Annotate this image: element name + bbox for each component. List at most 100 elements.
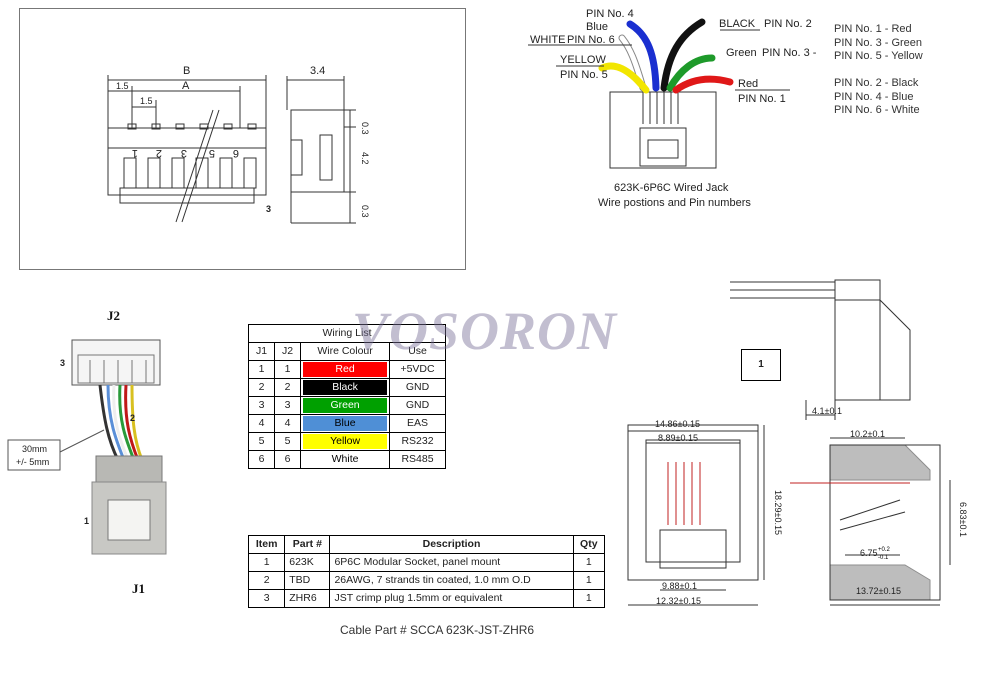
parts-cell-qty: 1 [572,589,606,608]
wiring-cell-use: +5VDC [389,360,446,379]
blue-wire [626,20,660,92]
green-label: Green [726,47,757,59]
pin-legend-item: PIN No. 1 - Red [834,23,912,35]
wiring-cell-use: RS232 [389,432,446,451]
wiring-cell-j1: 3 [247,396,276,415]
dim-a: A [182,80,190,92]
assembly-callout-2: 2 [130,413,135,423]
jst-pin-1: 1 [132,147,138,159]
wire-colour-swatch: Black [303,380,388,395]
wiring-cell-j2: 2 [274,378,302,397]
yellow-wire [598,62,650,94]
wiring-cell-j2: 3 [274,396,302,415]
wiring-cell-use: EAS [389,414,446,433]
red-wire [672,75,734,94]
wire-colour-swatch: Yellow [303,434,388,449]
parts-header-description: Description [329,535,574,554]
wire-colour-swatch: Blue [303,416,388,431]
wiring-cell-colour: Blue [300,414,391,433]
dim-3-4: 3.4 [310,65,325,77]
wire-colour-swatch: Red [303,362,388,377]
dim-6-75-tol-top: +0.2 [878,547,891,553]
wire-colour-swatch: Green [303,398,388,413]
pin4-label: PIN No. 4 [586,8,634,20]
wiring-cell-colour: White [300,450,391,469]
wiring-header-j2: J2 [274,342,302,361]
pin-legend-item: PIN No. 4 - Blue [834,91,914,103]
wiring-cell-colour: Yellow [300,432,391,451]
wiring-cell-colour: Black [300,378,391,397]
wiring-header-j1: J1 [247,342,276,361]
cable-assembly-drawing [7,339,167,555]
wiring-cell-j1: 4 [247,414,276,433]
pin-legend-item: PIN No. 3 - Green [834,37,923,49]
parts-cell-description: JST crimp plug 1.5mm or equivalent [329,589,574,608]
rj-jack-drawing [528,18,790,169]
black-wire [660,18,706,92]
socket-engineering-drawing [627,279,951,606]
parts-cell-item: 1 [247,553,286,572]
dim-0-3-top: 0.3 [360,122,370,135]
length-note-2: +/- 5mm [16,457,49,467]
dim-13-72: 13.72±0.15 [856,586,901,596]
dim-6-75: 6.75 [860,548,878,558]
assembly-callout-1: 1 [84,516,89,526]
white-label: WHITE [530,34,565,46]
dim-8-89: 8.89±0.15 [658,433,698,443]
jst-pin-6: 6 [233,147,239,159]
parts-cell-part: ZHR6 [284,589,331,608]
assembly-callout-3: 3 [60,358,65,368]
parts-cell-description: 26AWG, 7 strands tin coated, 1.0 mm O.D [329,571,574,590]
jst-callout-3: 3 [266,204,271,214]
parts-cell-qty: 1 [572,571,606,590]
wiring-header-use: Use [389,342,446,361]
red-label: Red [738,78,758,90]
wiring-cell-j2: 1 [274,360,302,379]
parts-header-qty: Qty [572,535,606,554]
wire-colour-swatch: White [303,452,388,467]
j2-label: J2 [107,308,120,323]
pin5-label: PIN No. 5 [560,69,608,81]
wiring-cell-use: RS485 [389,450,446,469]
parts-cell-part: 623K [284,553,331,572]
jst-pin-5: 5 [209,147,215,159]
wiring-cell-colour: Red [300,360,391,379]
dim-1-5-inner: 1.5 [140,96,153,106]
black-label: BLACK [719,18,756,30]
yellow-label: YELLOW [560,54,606,66]
pin-legend-item: PIN No. 2 - Black [834,77,919,89]
wiring-cell-j1: 1 [247,360,276,379]
connector-drawing-frame [19,8,466,270]
jack-caption-2: Wire postions and Pin numbers [598,197,751,209]
parts-cell-description: 6P6C Modular Socket, panel mount [329,553,574,572]
jst-pin-2: 2 [156,147,162,159]
pin-legend-item: PIN No. 5 - Yellow [834,50,923,62]
wiring-cell-use: GND [389,396,446,415]
green-wire [666,54,716,92]
wiring-cell-j2: 5 [274,432,302,451]
pin1-label: PIN No. 1 [738,93,786,105]
dim-6-75-tol-bottom: -0.1 [878,555,889,561]
cable-caption: Cable Part # SCCA 623K-JST-ZHR6 [340,623,535,637]
j1-label: J1 [132,581,145,596]
wiring-cell-colour: Green [300,396,391,415]
dim-12-32: 12.32±0.15 [656,596,701,606]
dim-1-5-top: 1.5 [116,81,129,91]
dim-4-2: 4.2 [360,152,370,165]
parts-cell-item: 3 [247,589,286,608]
dim-0-3-bottom: 0.3 [360,205,370,218]
wiring-cell-use: GND [389,378,446,397]
wiring-cell-j2: 4 [274,414,302,433]
pin6-label: PIN No. 6 [567,34,615,46]
wiring-cell-j1: 5 [247,432,276,451]
parts-header-item: Item [247,535,286,554]
